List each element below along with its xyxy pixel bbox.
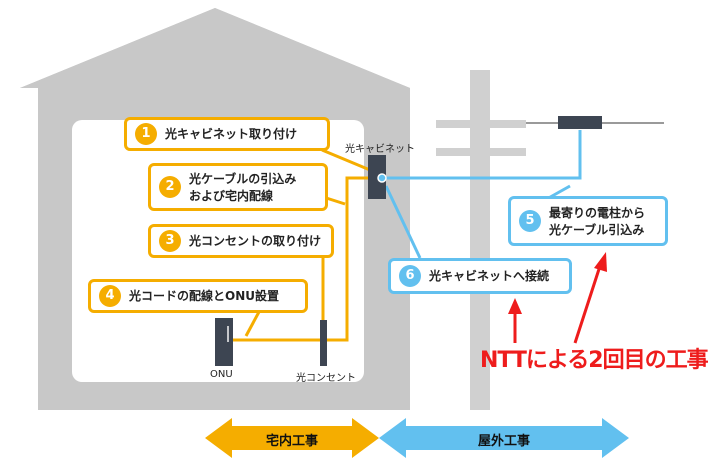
cabinet-label: 光キャビネット [345,144,415,155]
callout-6-number: 6 [399,265,421,287]
callout6-pointer [384,185,422,259]
callout-1: 1 光キャビネット取り付け [124,117,330,151]
callout4-pointer [244,309,262,337]
onu-leds [227,326,229,342]
ntt-second-work-label: NTTによる2回目の工事 [480,348,708,373]
callout-5-number: 5 [519,210,541,232]
callout1-pointer [321,148,371,172]
callout-4-text: 光コードの配線とONU設置 [129,289,279,303]
red-arrow-right-head [594,252,607,272]
callout-1-number: 1 [135,123,157,145]
callout-5-line1: 最寄りの電柱から [549,206,646,220]
red-arrow-left-head [508,298,522,314]
callout-3-number: 3 [159,230,181,252]
callout-5-line2: 光ケーブル引込み [549,223,645,237]
outlet-label: 光コンセント [296,373,356,384]
house-roof-edge [20,8,410,88]
closure-box [558,116,602,129]
callout-6: 6 光キャビネットへ接続 [388,258,572,294]
pole-crossarm-lower [436,148,526,156]
onu-label: ONU [210,369,233,380]
callout-6-text: 光キャビネットへ接続 [429,269,550,283]
callout-4-number: 4 [99,285,121,307]
callout-2: 2 光ケーブルの引込み および宅内配線 [148,163,328,211]
red-arrow-right-shaft [573,265,602,344]
pole-crossarm-upper [436,120,526,128]
callout-3-text: 光コンセントの取り付け [189,234,322,248]
indoor-fiber-line [232,176,372,342]
outdoor-fiber-line [380,130,582,180]
callout-4: 4 光コードの配線とONU設置 [88,279,308,313]
onu-device [215,318,233,366]
indoor-arrow [205,418,379,458]
cabinet-box [368,155,386,199]
outdoor-arrow [379,418,629,458]
outdoor-work-label: 屋外工事 [477,434,530,449]
cabinet-connection-dot [377,173,387,183]
callout-1-text: 光キャビネット取り付け [165,127,298,141]
callout-2-number: 2 [159,176,181,198]
callout-3: 3 光コンセントの取り付け [148,224,334,258]
callout-2-line2: および宅内配線 [189,189,274,203]
callout-5: 5 最寄りの電柱から 光ケーブル引込み [508,196,668,246]
callout-2-line1: 光ケーブルの引込み [189,172,297,186]
outlet-device [320,320,327,366]
indoor-work-label: 宅内工事 [265,434,318,449]
